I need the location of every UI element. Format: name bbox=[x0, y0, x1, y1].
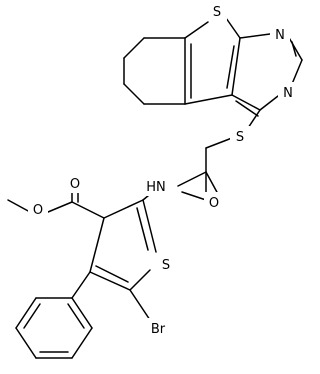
bond bbox=[15, 327, 37, 359]
atom-o-amide: O bbox=[204, 192, 224, 212]
atom-label: Br bbox=[151, 322, 166, 337]
bond bbox=[71, 327, 93, 359]
atom-label: N bbox=[283, 86, 293, 101]
atom-labels: S N N S O HN O O bbox=[28, 1, 298, 338]
bond bbox=[71, 271, 91, 299]
atom-n-top: N bbox=[270, 24, 290, 44]
atom-label: S bbox=[213, 5, 221, 20]
bond bbox=[177, 171, 207, 187]
bond bbox=[225, 17, 241, 39]
atom-s-thiophene: S bbox=[207, 1, 227, 21]
bonds bbox=[7, 17, 303, 359]
atom-label: S bbox=[236, 130, 244, 145]
bond bbox=[71, 297, 93, 329]
bond bbox=[226, 45, 235, 89]
bond bbox=[184, 21, 209, 39]
bond bbox=[123, 37, 145, 59]
atom-label: O bbox=[33, 203, 43, 218]
atom-s-linker: S bbox=[230, 126, 250, 146]
bond bbox=[89, 217, 105, 273]
bond bbox=[23, 303, 41, 329]
atom-label: S bbox=[162, 258, 170, 273]
bond bbox=[15, 297, 37, 329]
bond bbox=[259, 95, 279, 111]
bond bbox=[181, 191, 207, 201]
atom-s-ring: S bbox=[156, 254, 176, 274]
atom-o-ester-carbonyl: O bbox=[65, 173, 85, 193]
bond bbox=[287, 35, 303, 61]
bond bbox=[184, 94, 233, 105]
bond bbox=[67, 303, 85, 329]
atom-n-mid: N bbox=[278, 82, 298, 102]
bond bbox=[71, 201, 105, 219]
bond bbox=[95, 265, 129, 283]
bond bbox=[291, 41, 297, 57]
atom-nh: HN bbox=[140, 176, 172, 196]
bond bbox=[7, 199, 31, 213]
bond bbox=[89, 271, 131, 291]
atom-o-ester: O bbox=[28, 199, 48, 219]
bond bbox=[142, 199, 157, 253]
bond bbox=[47, 201, 73, 213]
atom-label: O bbox=[209, 196, 219, 211]
bond bbox=[205, 137, 233, 149]
bond bbox=[129, 269, 151, 291]
bond bbox=[129, 289, 151, 321]
bond bbox=[205, 171, 219, 195]
bond bbox=[235, 100, 259, 117]
bond bbox=[231, 37, 241, 96]
bond bbox=[103, 199, 144, 219]
atom-label: N bbox=[275, 28, 285, 43]
bond bbox=[231, 94, 261, 111]
bond bbox=[123, 83, 145, 105]
atom-label: O bbox=[70, 177, 80, 192]
bond bbox=[247, 109, 261, 129]
bond bbox=[291, 59, 303, 85]
atom-br: Br bbox=[142, 318, 174, 338]
atom-label: HN bbox=[146, 180, 166, 195]
bond bbox=[136, 207, 149, 251]
bond bbox=[239, 33, 271, 39]
